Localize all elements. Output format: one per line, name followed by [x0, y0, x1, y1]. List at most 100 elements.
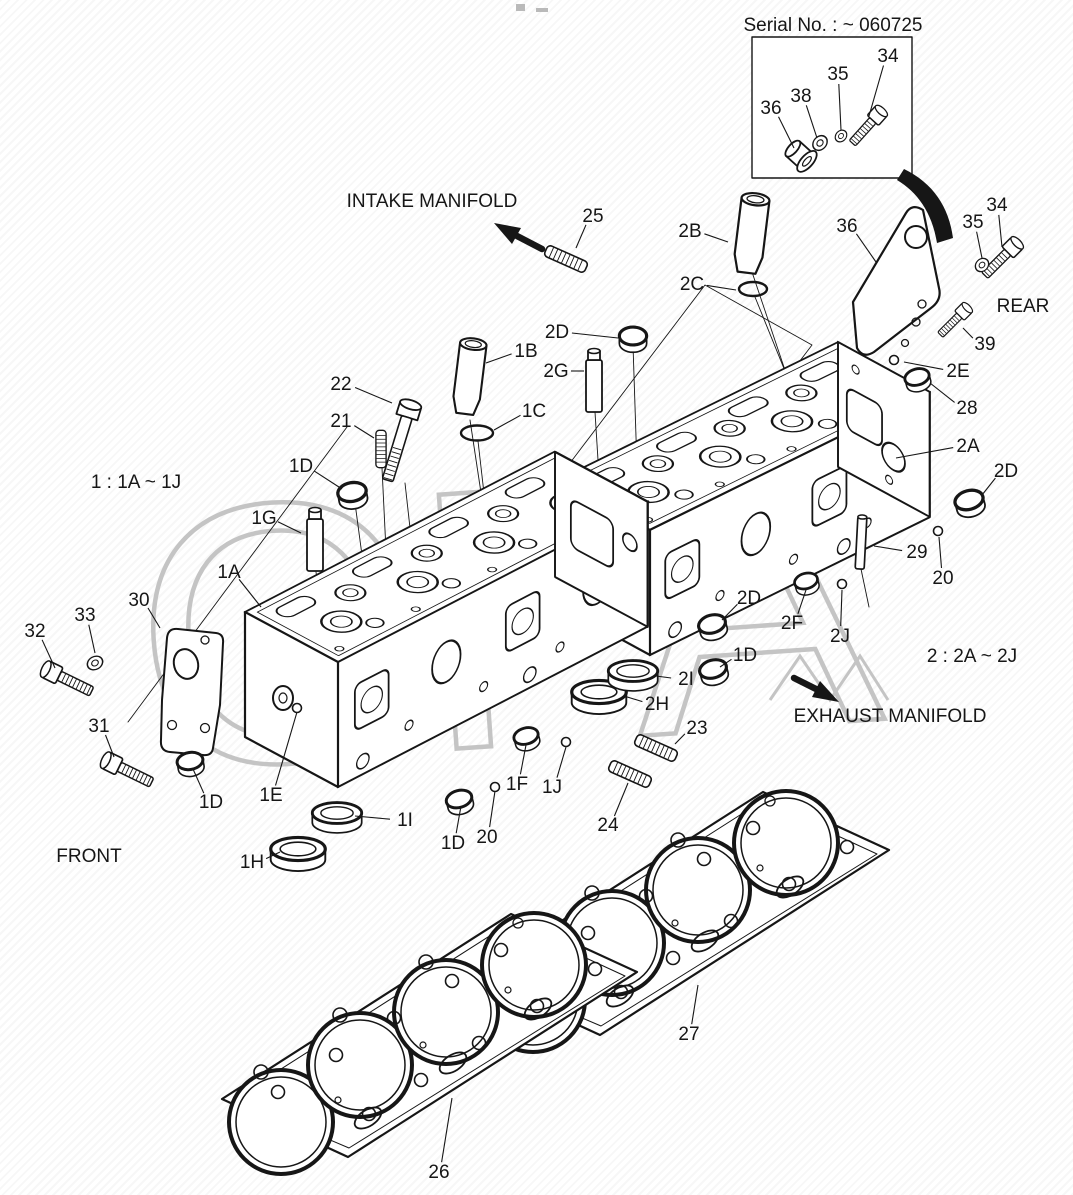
callout-1e: 1E [259, 785, 282, 806]
callout-exhaust-manifold: EXHAUST MANIFOLD [794, 706, 987, 727]
valve-guide-2b [731, 190, 772, 276]
callout-1-1a-~-1j: 1 : 1A ~ 1J [91, 472, 181, 493]
callout-2j: 2J [830, 626, 850, 647]
leader-line [88, 624, 96, 654]
leader-line [519, 744, 527, 775]
callout-23: 23 [686, 718, 707, 739]
callout-2g: 2G [543, 361, 568, 382]
callout-25: 25 [582, 206, 603, 227]
leader-line [493, 414, 521, 431]
cylinder-head-1 [243, 450, 650, 789]
leader-line [838, 83, 842, 131]
bolt-34 [978, 233, 1027, 282]
leader-line [274, 711, 298, 786]
callout-36: 36 [760, 98, 781, 119]
ball-1e [291, 702, 303, 714]
callout-24: 24 [597, 815, 619, 836]
callout-2f: 2F [781, 613, 803, 634]
leader-line [41, 639, 56, 669]
callout-26: 26 [428, 1162, 449, 1183]
valve-guide-1b [450, 335, 489, 417]
leader-line [981, 477, 996, 496]
callout-20: 20 [476, 827, 497, 848]
callout-22: 22 [330, 374, 351, 395]
callout-30: 30 [128, 590, 149, 611]
seal-1h [269, 835, 327, 873]
callout-1b: 1B [514, 341, 537, 362]
callout-serial-no-~-060725: Serial No. : ~ 060725 [743, 15, 922, 36]
leader-line [575, 224, 587, 249]
leader-line [623, 695, 643, 703]
leader-line [674, 733, 686, 745]
leader-line [613, 782, 629, 817]
ball-1j [560, 736, 572, 748]
leader-line [313, 470, 343, 490]
seal-2i [606, 659, 660, 693]
leader-line [485, 353, 512, 364]
callout-38: 38 [790, 86, 811, 107]
callout-39: 39 [974, 334, 995, 355]
leader-line [655, 675, 672, 679]
callout-2d: 2D [994, 461, 1018, 482]
leader-line [706, 284, 737, 291]
callout-1d: 1D [733, 645, 757, 666]
cap-2d-right [951, 485, 989, 522]
leader-line [277, 521, 302, 534]
intake-direction-arrow-icon [494, 223, 546, 253]
leader-line [354, 425, 375, 439]
leader-line [704, 233, 729, 243]
leader-line [192, 768, 205, 794]
leader-line [265, 851, 281, 860]
leader-line [903, 361, 944, 370]
callout-1d: 1D [199, 792, 223, 813]
callout-1f: 1F [506, 774, 528, 795]
cap-2d-top [617, 325, 649, 354]
callout-35: 35 [962, 212, 983, 233]
ball-20-left [489, 781, 501, 793]
callout-34: 34 [986, 195, 1008, 216]
seal-1i [310, 801, 364, 835]
leader-line [962, 327, 974, 339]
callout-20: 20 [932, 568, 953, 589]
callout-32: 32 [24, 621, 45, 642]
head-gasket-26 [220, 911, 639, 1176]
pointer-swoosh [897, 169, 953, 243]
callout-33: 33 [74, 605, 95, 626]
leader-line [976, 231, 983, 259]
callout-28: 28 [956, 398, 977, 419]
callout-1j: 1J [542, 777, 562, 798]
callout-1a: 1A [217, 562, 241, 583]
leader-line [998, 214, 1003, 248]
leader-line [556, 746, 567, 778]
exhaust-direction-arrow-icon [790, 674, 839, 702]
leader-line [354, 815, 391, 820]
callout-2h: 2H [645, 694, 669, 715]
leader-line [778, 116, 795, 149]
leader-line [489, 790, 496, 828]
leader-line [868, 65, 885, 117]
leader-line [873, 545, 903, 552]
leader-line [805, 105, 818, 139]
callout-35: 35 [827, 64, 848, 85]
ball-2e [888, 354, 900, 366]
stud-25 [542, 243, 590, 275]
callout-1d: 1D [441, 833, 465, 854]
valve-guide-2g [585, 347, 603, 413]
leader-line [455, 805, 462, 834]
callout-1d: 1D [289, 456, 313, 477]
stud-21 [375, 429, 387, 469]
leader-line [797, 589, 807, 614]
bracket-30 [159, 627, 225, 757]
leader-line [855, 233, 877, 263]
callout-2d: 2D [545, 322, 569, 343]
callout-2-2a-~-2j: 2 : 2A ~ 2J [927, 646, 1017, 667]
scan-artifact [516, 4, 548, 12]
seal-ring-1c [459, 424, 495, 442]
callout-1g: 1G [251, 508, 276, 529]
leader-line [441, 1097, 453, 1163]
serial-inset [751, 36, 953, 243]
leader-line [571, 332, 619, 339]
ball-2j [836, 578, 848, 590]
